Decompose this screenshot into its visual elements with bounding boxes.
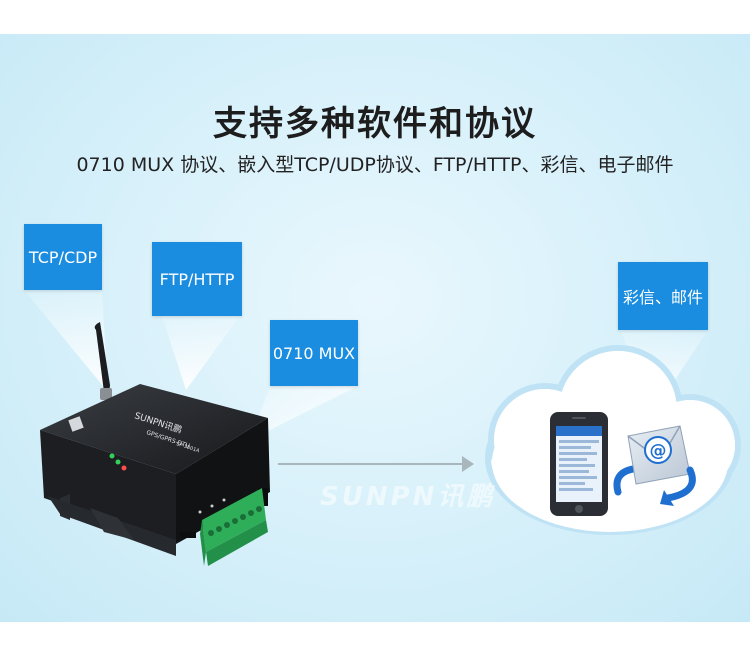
tag-tcp-cdp: TCP/CDP xyxy=(24,224,102,290)
watermark: SUNPN讯鹏 xyxy=(320,482,496,512)
page-subtitle: 0710 MUX 协议、嵌入型TCP/UDP协议、FTP/HTTP、彩信、电子邮… xyxy=(76,154,674,176)
page-title: 支持多种软件和协议 xyxy=(213,104,537,144)
beam-ftp xyxy=(162,316,240,390)
beam-mux xyxy=(250,386,358,440)
cloud xyxy=(485,345,741,535)
connection-arrow-head xyxy=(462,456,474,472)
beam-tcp xyxy=(24,290,108,392)
tag-mms-mail: 彩信、邮件 xyxy=(618,262,708,330)
dtu-device xyxy=(40,384,270,556)
terminal-block xyxy=(200,488,268,566)
svg-text:@: @ xyxy=(650,441,667,461)
email-icon: @ xyxy=(613,425,696,506)
phone-icon xyxy=(550,412,608,516)
connection-arrow-line xyxy=(278,463,468,465)
antenna-icon xyxy=(94,322,112,400)
tag-0710-mux: 0710 MUX xyxy=(270,320,358,386)
tag-ftp-http: FTP/HTTP xyxy=(152,242,242,316)
